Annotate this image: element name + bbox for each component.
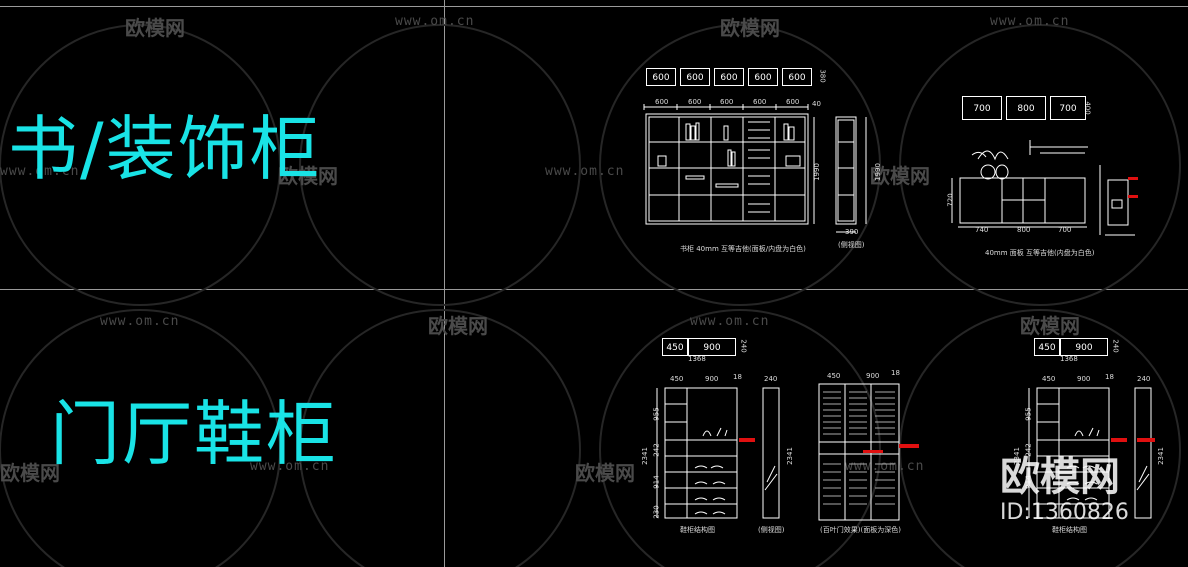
sideboard-top-boxes: 700 800 700 <box>962 96 1086 120</box>
dimension-box: 800 <box>1006 96 1046 120</box>
dimension-label: 600 <box>688 98 702 106</box>
dimension-label: 700 <box>1058 226 1072 234</box>
dimension-box: 600 <box>646 68 676 86</box>
asset-id: ID:1360826 <box>1000 500 1129 525</box>
dimension-box: 450 <box>662 338 688 356</box>
dimension-box: 700 <box>962 96 1002 120</box>
watermark-url: www.om.cn <box>545 164 625 179</box>
dimension-label: 18 <box>733 373 742 381</box>
dimension-label: 1368 <box>688 355 706 363</box>
dimension-label: 600 <box>720 98 734 106</box>
dimension-box: 600 <box>782 68 812 86</box>
watermark-url: www.om.cn <box>845 459 925 474</box>
dimension-box: 900 <box>1060 338 1108 356</box>
shoe3-drawing <box>1028 387 1155 519</box>
bookcase-drawing <box>643 104 867 233</box>
dimension-label: 600 <box>786 98 800 106</box>
dimension-label: 600 <box>753 98 767 106</box>
divider-horizontal-middle <box>0 289 1188 290</box>
section-title-shoe-cabinet: 门厅鞋柜 <box>50 393 338 475</box>
dimension-label: 740 <box>975 226 989 234</box>
dimension-label: 240 <box>1111 339 1120 353</box>
dimension-label: 900 <box>705 375 719 383</box>
dimension-label: 900 <box>1077 375 1091 383</box>
shoe3-top-boxes: 450 900 <box>1034 338 1108 356</box>
dimension-label: 400 <box>1083 101 1092 115</box>
dimension-box: 900 <box>688 338 736 356</box>
dimension-label: 1368 <box>1060 355 1078 363</box>
watermark-brand: 欧模网 <box>1020 314 1080 338</box>
watermark-brand: 欧模网 <box>125 16 185 40</box>
drawing-caption: 40mm 面板 互等吉他(内盘为白色) <box>985 249 1095 257</box>
dimension-label: 240 <box>764 375 778 383</box>
drawing-caption: 书柜 40mm 互等吉他(面板/内盘为白色) <box>680 245 806 253</box>
dimension-box: 600 <box>714 68 744 86</box>
drawing-caption: (侧视图) <box>838 241 865 249</box>
dimension-box: 600 <box>680 68 710 86</box>
shoe2-louver-drawing <box>818 383 919 521</box>
dimension-label: 450 <box>670 375 684 383</box>
watermark-brand: 欧模网 <box>720 16 780 40</box>
dimension-label: 450 <box>827 372 841 380</box>
dimension-label: 800 <box>1017 226 1031 234</box>
watermark-url: www.om.cn <box>690 314 770 329</box>
dimension-label: 18 <box>1105 373 1114 381</box>
brand-logo: 欧模网 <box>1000 454 1120 500</box>
sideboard-drawing <box>951 140 1138 236</box>
divider-vertical <box>444 0 445 567</box>
dimension-box: 600 <box>748 68 778 86</box>
dimension-box: 700 <box>1050 96 1086 120</box>
drawing-caption: 鞋柜结构图 <box>1052 526 1087 534</box>
dimension-label: 18 <box>891 369 900 377</box>
drawing-caption: 鞋柜结构图 <box>680 526 715 534</box>
watermark-url: www.om.cn <box>395 14 475 29</box>
watermark-brand: 欧模网 <box>278 164 338 188</box>
dimension-label: 600 <box>655 98 669 106</box>
section-title-bookcase: 书/装饰柜 <box>8 108 322 190</box>
watermark-url: www.om.cn <box>990 14 1070 29</box>
drawing-caption: (侧视图) <box>758 526 785 534</box>
divider-horizontal-top <box>0 6 1188 7</box>
dimension-label: 450 <box>1042 375 1056 383</box>
bookcase-top-boxes: 600 600 600 600 600 <box>646 68 812 86</box>
dimension-label: 240 <box>1137 375 1151 383</box>
dimension-label: 40 <box>812 100 821 108</box>
drawing-caption: (百叶门效果)(面板为深色) <box>820 526 901 534</box>
watermark-brand: 欧模网 <box>0 461 60 485</box>
dimension-label: 900 <box>866 372 880 380</box>
dimension-label: 380 <box>818 69 827 83</box>
watermark-brand: 欧模网 <box>575 461 635 485</box>
watermark-brand: 欧模网 <box>428 314 488 338</box>
watermark-brand: 欧模网 <box>870 164 930 188</box>
watermark-url: www.om.cn <box>250 459 330 474</box>
dimension-label: 240 <box>739 339 748 353</box>
dimension-label: 2341 <box>640 447 649 465</box>
watermark-url: www.om.cn <box>0 164 80 179</box>
dimension-box: 450 <box>1034 338 1060 356</box>
shoe1-drawing <box>656 387 780 519</box>
shoe1-top-boxes: 450 900 <box>662 338 736 356</box>
watermark-url: www.om.cn <box>100 314 180 329</box>
